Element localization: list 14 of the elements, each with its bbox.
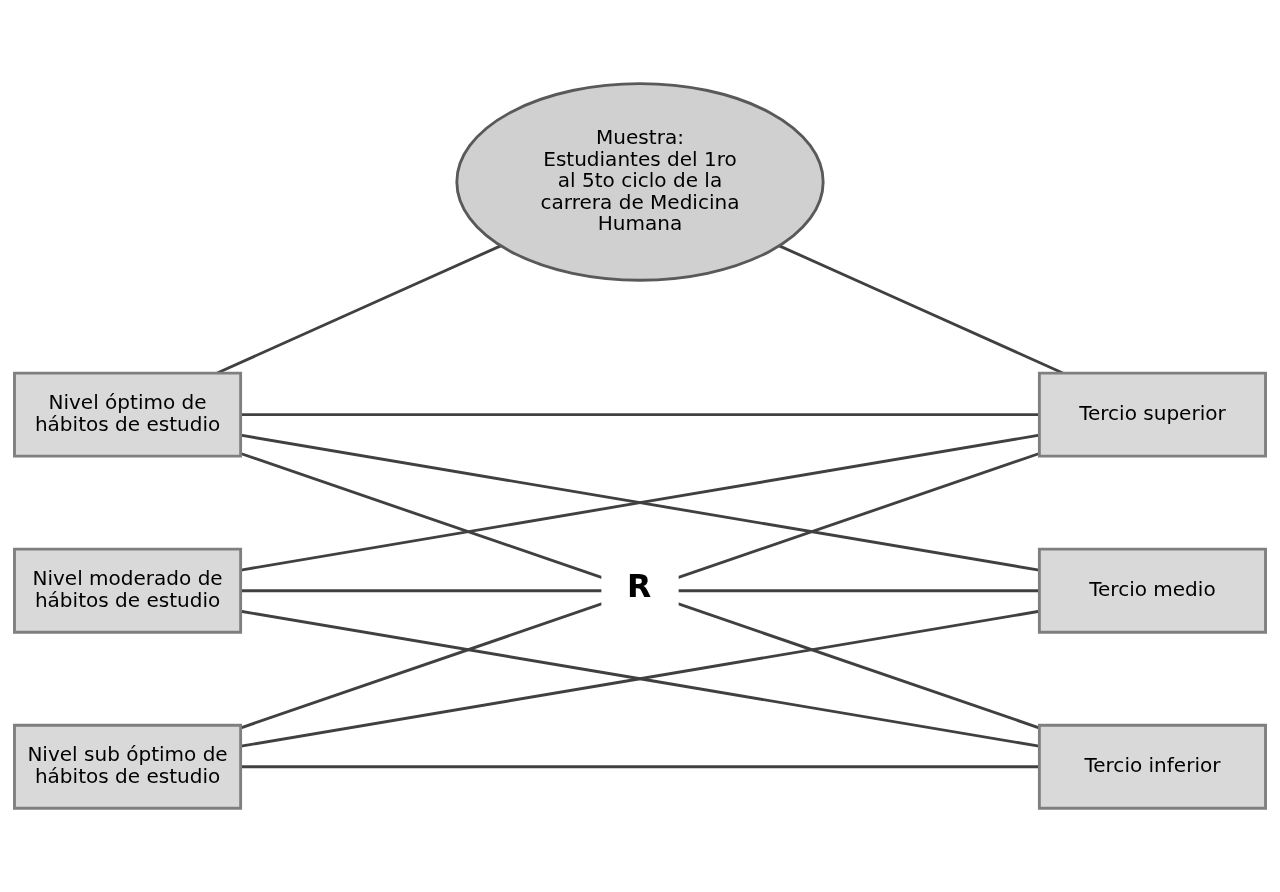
connector [240,589,1040,593]
node-box: Nivel moderado de hábitos de estudio [13,547,243,634]
connector [240,765,1040,769]
connector [240,433,1040,572]
label: R [627,568,652,605]
node-box: Nivel óptimo de hábitos de estudio [13,371,243,458]
connector [240,413,1040,417]
node-ellipse: Muestra: Estudiantes del 1ro al 5to ciclo de la carrera de Medicina Humana [455,82,825,282]
node-box: Tercio medio [1037,547,1267,634]
connector [240,452,1040,730]
node-box: Tercio superior [1037,371,1267,458]
node-box: Nivel sub óptimo de hábitos de estudio [13,723,243,810]
connector [240,609,1040,748]
node-box: Tercio inferior [1037,723,1267,810]
